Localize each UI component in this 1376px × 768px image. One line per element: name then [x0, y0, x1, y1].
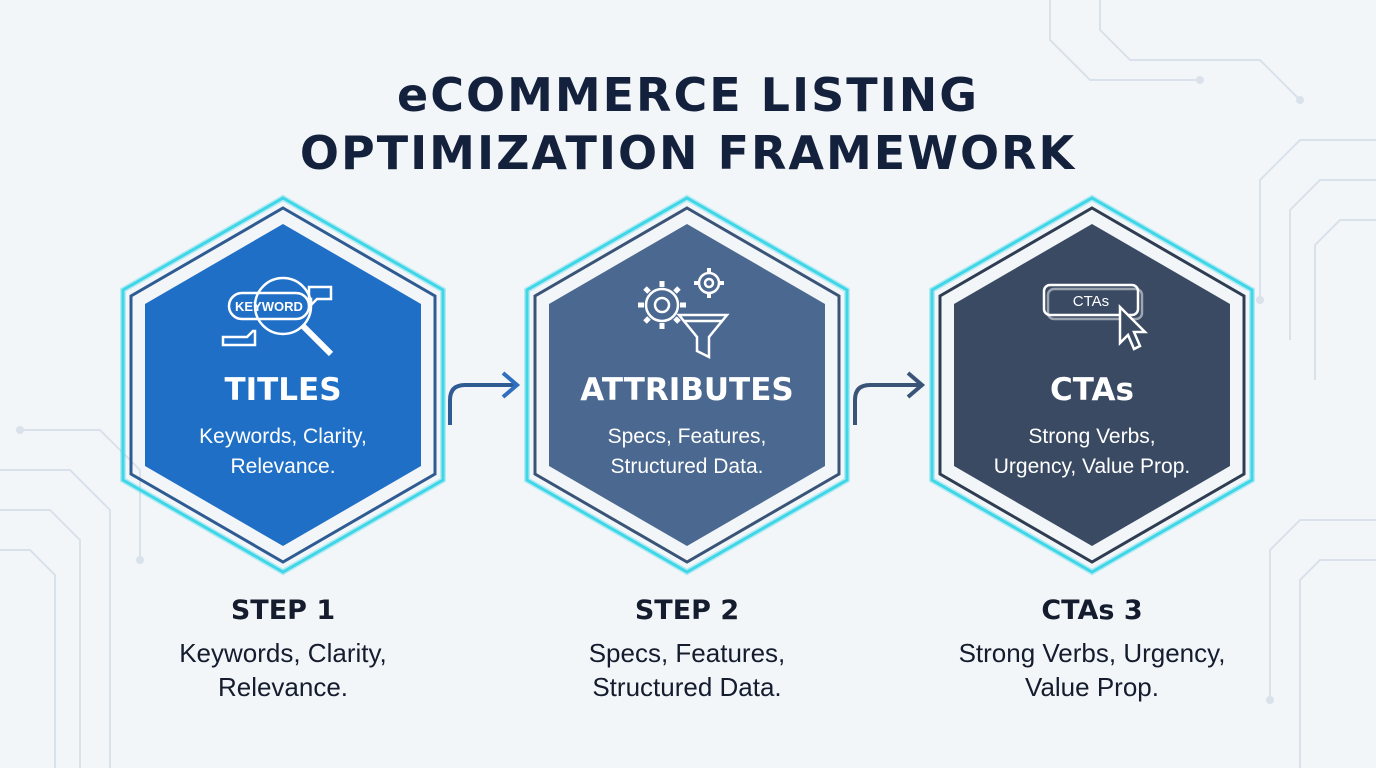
cta-icon-label: CTAs	[1073, 293, 1109, 310]
step-1-caption-label: STEP 1	[230, 595, 336, 626]
keyword-icon-label: KEYWORD	[235, 299, 303, 314]
hexagon-shape	[120, 194, 446, 576]
step-3-heading: CTAs	[1050, 372, 1134, 408]
step-3-description: Strong Verbs, Urgency, Value Prop.	[952, 422, 1232, 482]
step-2-caption-line-2: Structured Data.	[592, 672, 782, 702]
arrow-right-icon	[853, 371, 926, 425]
step-3-caption: CTAs 3 Strong Verbs, Urgency, Value Prop…	[882, 597, 1302, 704]
page-title-line-2: OPTIMIZATION FRAMEWORK	[299, 126, 1077, 180]
step-3-hexagon: CTAs CTAs Strong Verbs, Urgency, Value P…	[912, 190, 1272, 580]
step-3-caption-label: CTAs 3	[1041, 595, 1143, 626]
step-1-caption-line-2: Relevance.	[217, 672, 349, 702]
step-1-description-line-1: Keywords, Clarity,	[199, 425, 367, 448]
step-2-description-line-1: Specs, Features,	[607, 425, 767, 448]
cta-button-cursor-icon: CTAs	[1042, 283, 1149, 351]
step-2-caption: STEP 2 Specs, Features, Structured Data.	[477, 597, 897, 704]
step-2-caption-line-1: Specs, Features,	[588, 638, 786, 668]
step-3-description-line-1: Strong Verbs,	[1028, 425, 1156, 448]
step-2-description-line-2: Structured Data.	[610, 455, 764, 478]
step-2-caption-label: STEP 2	[634, 595, 740, 626]
step-2-hexagon: ATTRIBUTES Specs, Features, Structured D…	[507, 190, 867, 580]
step-3-caption-line-1: Strong Verbs, Urgency,	[958, 638, 1226, 668]
step-1-description: Keywords, Clarity, Relevance.	[143, 422, 423, 482]
step-1-description-line-2: Relevance.	[230, 455, 336, 478]
step-3-description-line-2: Urgency, Value Prop.	[993, 455, 1191, 478]
step-1-heading: TITLES	[224, 372, 342, 408]
step-1-caption-line-1: Keywords, Clarity,	[179, 638, 387, 668]
keyword-search-icon: KEYWORD	[221, 276, 334, 357]
page-title-line-1: eCOMMERCE LISTING	[397, 68, 979, 122]
step-2-heading: ATTRIBUTES	[580, 372, 794, 408]
step-3-caption-line-2: Value Prop.	[1025, 672, 1159, 702]
step-1-caption: STEP 1 Keywords, Clarity, Relevance.	[73, 597, 493, 704]
hexagon-shape	[929, 194, 1255, 576]
arrow-right-icon	[448, 371, 521, 425]
gears-funnel-icon	[638, 268, 730, 360]
hexagon-shape	[524, 194, 850, 576]
step-2-description: Specs, Features, Structured Data.	[547, 422, 827, 482]
step-1-hexagon: KEYWORD TITLES Keywords, Clarity, Releva…	[103, 190, 463, 580]
